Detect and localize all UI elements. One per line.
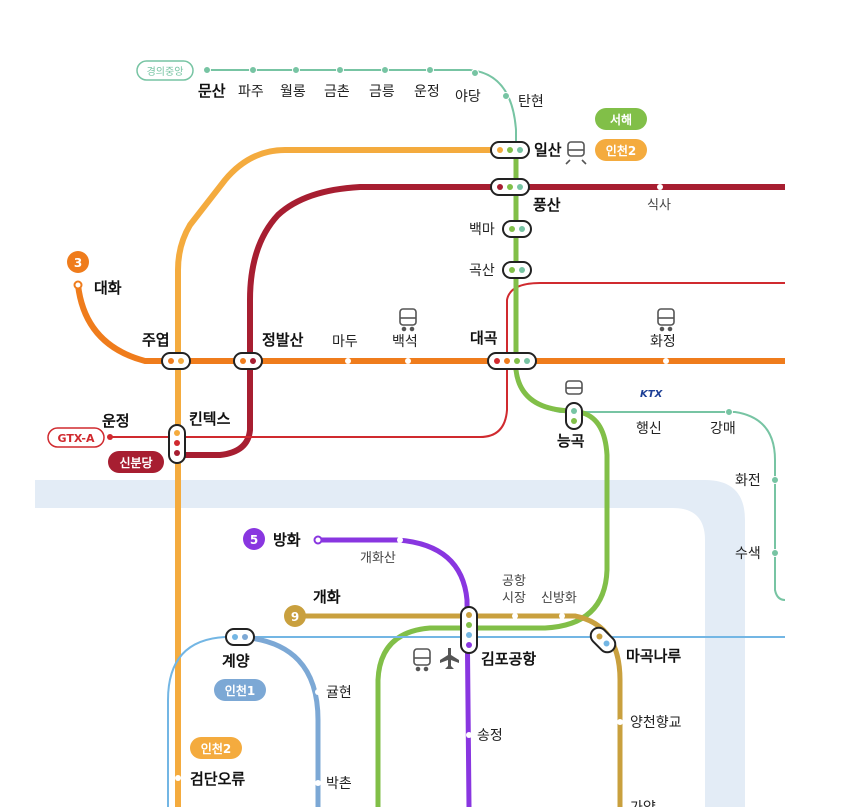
station-magongnaru[interactable]: 마곡나루	[626, 647, 681, 665]
sinbundang-line	[178, 184, 785, 458]
station-gonghang-sijang-line2[interactable]: 시장	[502, 591, 526, 606]
station-susaek[interactable]: 수색	[735, 546, 761, 562]
station-unjeong-gyeongui[interactable]: 운정	[414, 84, 440, 100]
station-gyeyang[interactable]: 계양	[222, 652, 250, 670]
station-sinbanghwa[interactable]: 신방화	[541, 591, 577, 606]
station-siksa[interactable]: 식사	[647, 198, 671, 213]
transfer-gimpo-airport[interactable]	[460, 606, 478, 654]
badge-incheon2-bottom: 인천2	[190, 737, 242, 759]
badge-line3: 3	[67, 251, 89, 273]
station-tanhyeon[interactable]: 탄현	[518, 94, 544, 110]
svg-text:인천1: 인천1	[225, 683, 255, 698]
station-ilsan[interactable]: 일산	[534, 141, 562, 159]
station-geumneung[interactable]: 금릉	[369, 84, 395, 100]
station-geomdan-oryu[interactable]: 검단오류	[190, 770, 245, 788]
airplane-icon	[440, 648, 459, 669]
station-gimpo-airport[interactable]: 김포공항	[481, 650, 536, 668]
station-songjeong[interactable]: 송정	[477, 728, 503, 744]
station-kintex[interactable]: 킨텍스	[189, 410, 231, 428]
station-geumchon[interactable]: 금촌	[324, 84, 350, 100]
tram-icon	[565, 380, 583, 395]
station-gangmae[interactable]: 강매	[710, 421, 736, 437]
station-wollong[interactable]: 월롱	[280, 84, 306, 100]
tram-icon	[565, 141, 587, 165]
svg-text:KTX: KTX	[640, 389, 664, 400]
svg-text:경의중앙: 경의중앙	[147, 65, 184, 78]
station-unjeong-gtx[interactable]: 운정	[102, 412, 130, 430]
transfer-baengma[interactable]	[502, 220, 532, 238]
station-daegok[interactable]: 대곡	[470, 329, 498, 347]
svg-text:서해: 서해	[610, 112, 632, 127]
station-yangcheon-hyanggyo[interactable]: 양천향교	[630, 715, 682, 731]
bus-icon	[399, 308, 417, 332]
svg-text:인천2: 인천2	[201, 741, 231, 756]
ktx-logo: KTX	[640, 389, 664, 400]
incheon2-line	[175, 147, 505, 807]
station-baengma[interactable]: 백마	[469, 222, 495, 238]
transfer-daegok[interactable]	[487, 352, 537, 370]
line5	[318, 537, 472, 807]
station-hwajeong[interactable]: 화정	[650, 334, 676, 350]
station-neunggok[interactable]: 능곡	[557, 432, 585, 450]
badge-line5: 5	[243, 528, 265, 550]
svg-text:GTX-A: GTX-A	[57, 432, 94, 445]
transfer-magongnaru[interactable]	[587, 624, 618, 655]
bus-icon	[657, 308, 675, 332]
station-pungsan[interactable]: 풍산	[533, 196, 561, 214]
station-gayang[interactable]: 가양	[630, 800, 656, 807]
badge-gtx-a: GTX-A	[47, 427, 113, 448]
station-haengsin[interactable]: 행신	[636, 421, 662, 437]
station-jeongbalsan[interactable]: 정발산	[262, 331, 304, 349]
station-goksan[interactable]: 곡산	[469, 263, 495, 279]
station-bakchon[interactable]: 박촌	[326, 776, 352, 792]
station-paju[interactable]: 파주	[238, 84, 264, 100]
badge-incheon1: 인천1	[214, 679, 266, 701]
station-gyulhyeon[interactable]: 귤현	[326, 685, 352, 701]
badge-sinbundang: 신분당	[108, 451, 164, 473]
svg-text:9: 9	[291, 610, 299, 624]
station-juyeop[interactable]: 주엽	[142, 331, 170, 349]
transfer-goksan[interactable]	[502, 261, 532, 279]
svg-text:5: 5	[250, 533, 258, 547]
line3	[75, 284, 785, 364]
seohae-line	[375, 150, 610, 807]
badge-incheon2-top: 인천2	[595, 139, 647, 161]
station-daehwa[interactable]: 대화	[94, 279, 122, 297]
transfer-jeongbalsan[interactable]	[233, 352, 263, 370]
station-gaehwasan[interactable]: 개화산	[360, 551, 396, 566]
transfer-neunggok[interactable]	[565, 402, 583, 430]
station-baekseok[interactable]: 백석	[392, 334, 418, 350]
station-madu[interactable]: 마두	[332, 334, 358, 350]
bus-icon	[413, 648, 431, 672]
station-munsan[interactable]: 문산	[198, 82, 226, 100]
incheon1-line	[239, 634, 321, 807]
transfer-ilsan[interactable]	[490, 141, 530, 159]
station-yadang[interactable]: 야당	[455, 89, 481, 105]
svg-text:3: 3	[74, 256, 82, 270]
transfer-juyeop[interactable]	[161, 352, 191, 370]
station-gonghang-sijang-line1[interactable]: 공항	[502, 574, 526, 589]
badge-line9: 9	[284, 605, 306, 627]
transfer-gyeyang[interactable]	[225, 628, 255, 646]
transfer-kintex[interactable]	[168, 424, 186, 464]
gyeongui-station-dots	[203, 66, 779, 557]
svg-text:인천2: 인천2	[606, 143, 636, 158]
minor-station-dots	[73, 184, 669, 786]
airport-line	[167, 636, 785, 807]
station-gaehwa[interactable]: 개화	[313, 588, 341, 606]
station-banghwa[interactable]: 방화	[273, 531, 301, 549]
badge-gyeongui: 경의중앙	[136, 60, 194, 81]
svg-text:신분당: 신분당	[119, 455, 152, 470]
station-hwajeon[interactable]: 화전	[735, 473, 761, 489]
badge-seohae: 서해	[595, 108, 647, 130]
transfer-pungsan[interactable]	[490, 178, 530, 196]
